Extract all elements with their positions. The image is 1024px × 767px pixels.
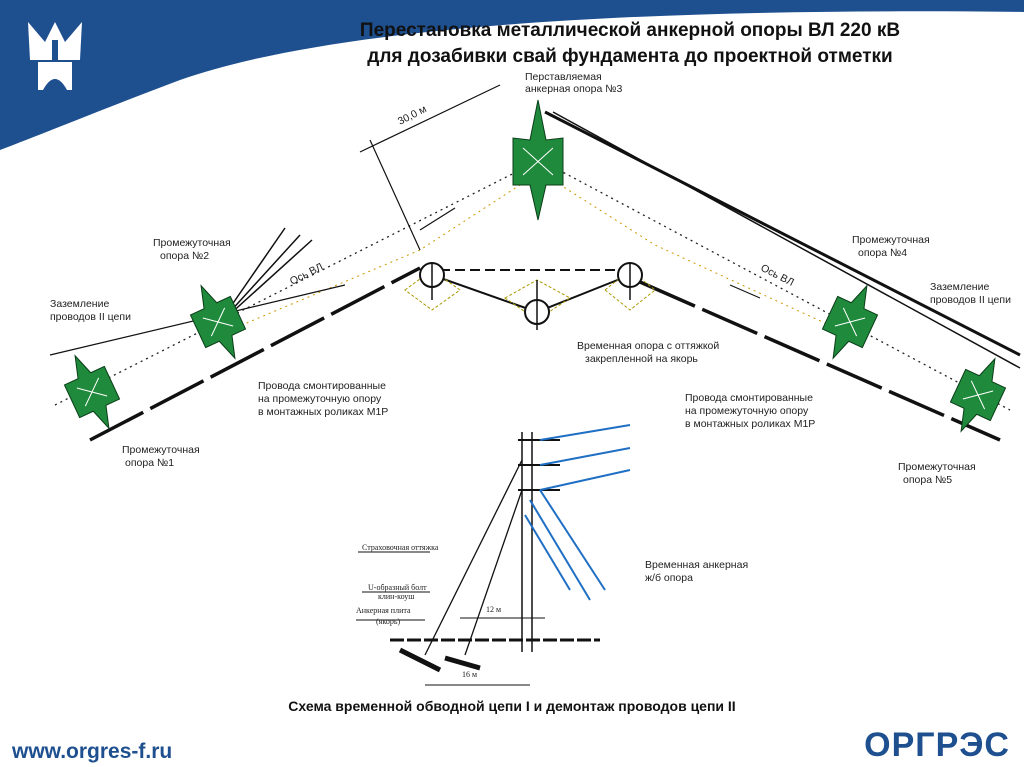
support-5-icon xyxy=(949,357,1007,433)
label-support-5b: опора №5 xyxy=(903,474,952,486)
support-4-icon xyxy=(821,284,879,360)
label-support-2b: опора №2 xyxy=(160,250,209,262)
label-wires-left-2: на промежуточную опору xyxy=(258,393,382,405)
temp-supports xyxy=(404,262,656,330)
label-support-5: Промежуточная xyxy=(898,461,976,473)
label-bolt-2: клин-коуш xyxy=(378,592,415,601)
label-moved-support: Перставляемая xyxy=(525,71,602,83)
label-height: 12 м xyxy=(486,605,501,614)
diagram-caption: Схема временной обводной цепи I и демонт… xyxy=(288,698,736,714)
label-guy: Страховочная оттяжка xyxy=(362,543,439,552)
label-support-2: Промежуточная xyxy=(153,237,231,249)
label-wires-left-3: в монтажных роликах М1Р xyxy=(258,406,388,418)
label-wires-right: Провода смонтированные xyxy=(685,392,813,404)
label-distance-16: 16 м xyxy=(462,670,477,679)
label-wires-right-2: на промежуточную опору xyxy=(685,405,809,417)
inset-pole xyxy=(356,424,631,686)
page-title: Перестановка металлической анкерной опор… xyxy=(359,20,901,41)
label-support-1b: опора №1 xyxy=(125,457,174,469)
label-wires-right-3: в монтажных роликах М1Р xyxy=(685,418,815,430)
footer-url-link[interactable]: www.orgres-f.ru xyxy=(12,740,173,763)
label-ground-left: Заземление xyxy=(50,298,109,310)
label-plate: Анкерная плита xyxy=(356,606,411,615)
label-axis-right: Ось ВЛ xyxy=(759,262,796,289)
label-wires-left: Провода смонтированные xyxy=(258,380,386,392)
label-support-4b: опора №4 xyxy=(858,247,907,259)
label-ground-right: Заземление xyxy=(930,281,989,293)
support-icons xyxy=(63,99,1007,433)
label-temp-anchor-2: ж/б опора xyxy=(645,572,693,584)
support-3-icon xyxy=(512,99,564,221)
support-2-icon xyxy=(189,284,247,360)
logo-icon xyxy=(28,22,82,90)
label-axis-left: Ось ВЛ xyxy=(288,261,325,288)
label-ground-left-2: проводов II цепи xyxy=(50,311,131,323)
label-bolt: U-образный болт xyxy=(368,583,427,592)
label-distance: 30,0 м xyxy=(396,103,429,128)
label-support-4: Промежуточная xyxy=(852,234,930,246)
page-subtitle: для дозабивки свай фундамента до проектн… xyxy=(367,46,893,67)
label-moved-support-2: анкерная опора №3 xyxy=(525,83,622,95)
header-swoosh xyxy=(0,0,1024,150)
support-1-icon xyxy=(63,354,121,430)
label-support-1: Промежуточная xyxy=(122,444,200,456)
label-temp-anchor: Временная анкерная xyxy=(645,559,748,571)
brand-logo: ОРГРЭС xyxy=(864,726,1010,764)
label-temp-support-2: закрепленной на якорь xyxy=(585,353,698,365)
label-plate-2: (якорь) xyxy=(376,617,400,626)
label-ground-right-2: проводов II цепи xyxy=(930,294,1011,306)
label-temp-support: Временная опора с оттяжкой xyxy=(577,340,719,352)
